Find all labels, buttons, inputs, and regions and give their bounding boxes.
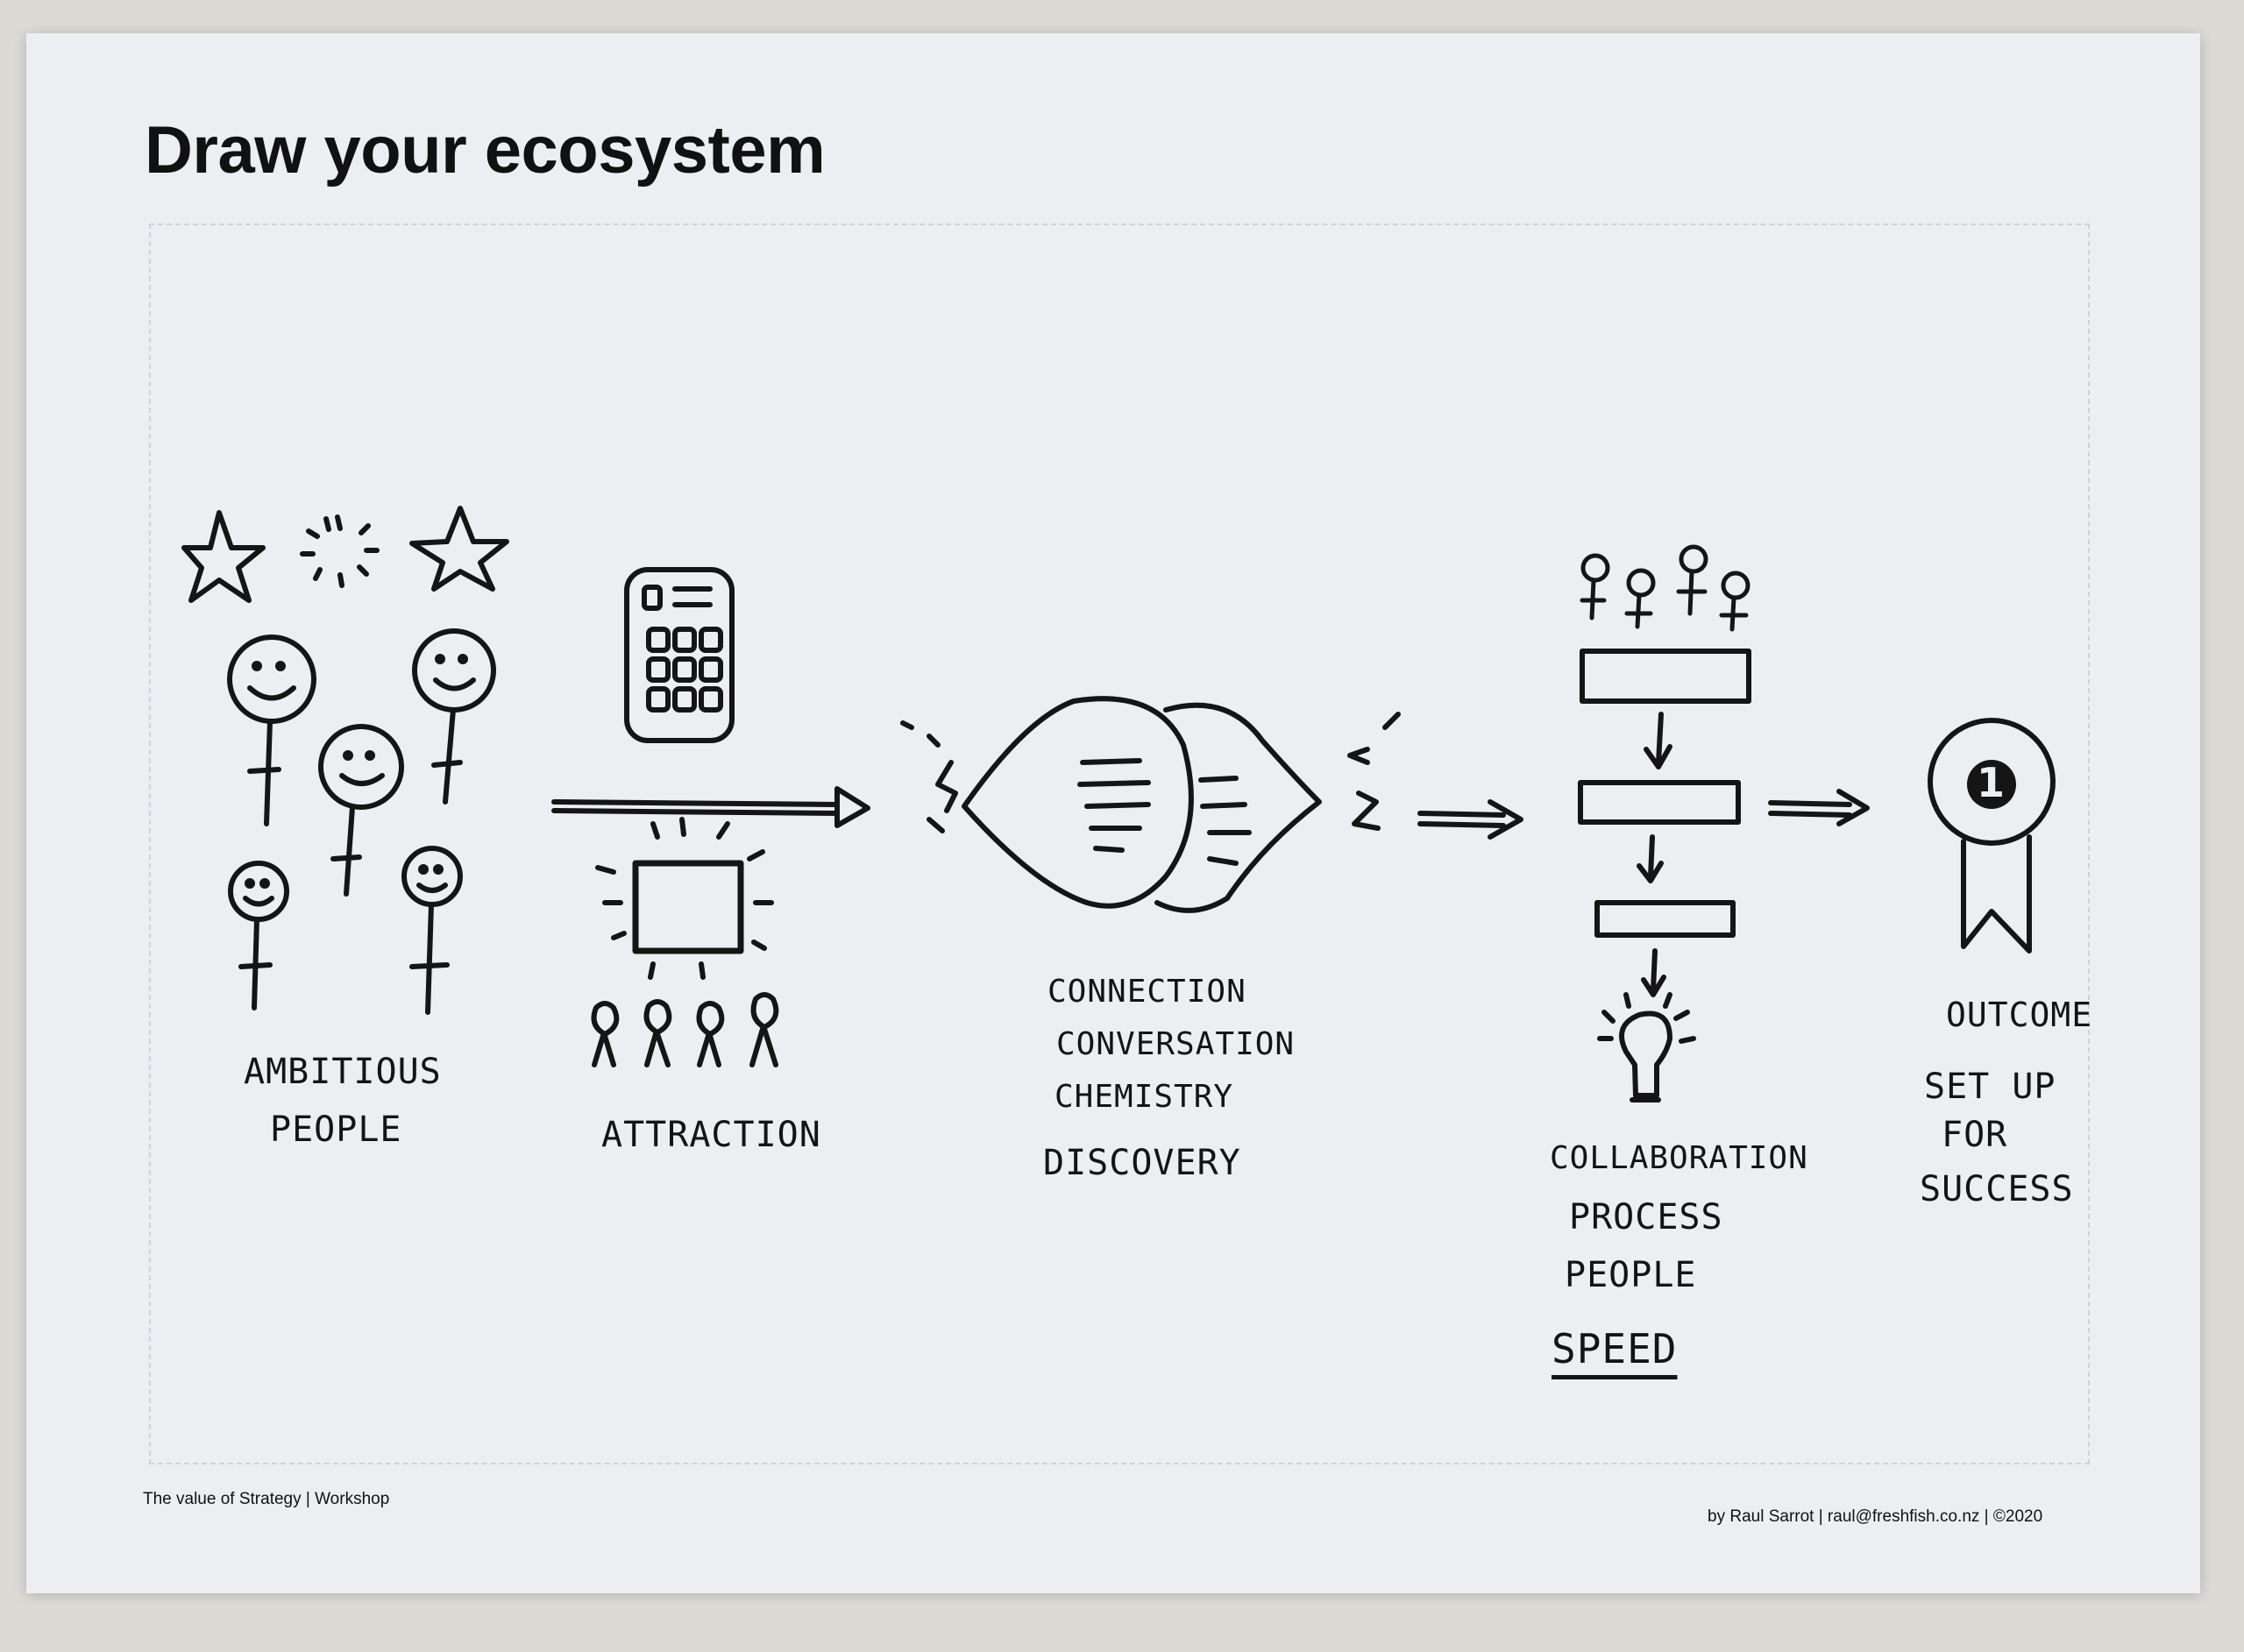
phone-icon <box>624 567 735 743</box>
medal-number: 1 <box>1977 759 2006 806</box>
drawing-frame <box>149 223 2090 1464</box>
page-title: Draw your ecosystem <box>145 113 826 188</box>
label-success: SUCCESS <box>1920 1169 2074 1209</box>
footer-left: The value of Strategy | Workshop <box>143 1490 390 1508</box>
star-icon <box>181 510 266 603</box>
label-speed: SPEED <box>1552 1325 1678 1372</box>
speech-bubbles-icon <box>900 696 1401 913</box>
lightbulb-icon <box>1597 992 1696 1103</box>
label-attraction: ATTRACTION <box>601 1115 821 1155</box>
label-people-2: PEOPLE <box>1565 1255 1697 1295</box>
label-people: PEOPLE <box>270 1110 402 1150</box>
smiley-figure-icon <box>412 628 496 805</box>
label-process: PROCESS <box>1569 1197 1723 1237</box>
label-chemistry: CHEMISTRY <box>1055 1079 1234 1115</box>
sun-icon <box>300 514 380 588</box>
label-ambitious: AMBITIOUS <box>244 1052 442 1092</box>
screen-icon <box>595 817 774 980</box>
label-collaboration: COLLABORATION <box>1550 1140 1808 1176</box>
audience-icon <box>591 992 779 1067</box>
arrow-icon <box>1417 799 1523 840</box>
label-set-up: SET UP <box>1924 1067 2056 1107</box>
smiley-figure-icon <box>227 635 316 826</box>
smiley-figure-icon <box>401 846 463 1015</box>
arrow-icon <box>1768 789 1870 826</box>
label-connection: CONNECTION <box>1047 974 1246 1010</box>
label-for: FOR <box>1942 1115 2008 1155</box>
smiley-figure-icon <box>318 724 404 897</box>
label-conversation: CONVERSATION <box>1056 1026 1296 1062</box>
label-discovery: DISCOVERY <box>1043 1143 1241 1183</box>
medal-icon <box>1928 718 2056 954</box>
smiley-figure-icon <box>228 861 289 1010</box>
label-outcome: OUTCOME <box>1946 996 2093 1034</box>
arrow-icon <box>551 786 870 828</box>
flowchart-icon <box>1578 544 1751 997</box>
footer-right: by Raul Sarrot | raul@freshfish.co.nz | … <box>1708 1507 2043 1526</box>
star-icon <box>409 506 509 592</box>
